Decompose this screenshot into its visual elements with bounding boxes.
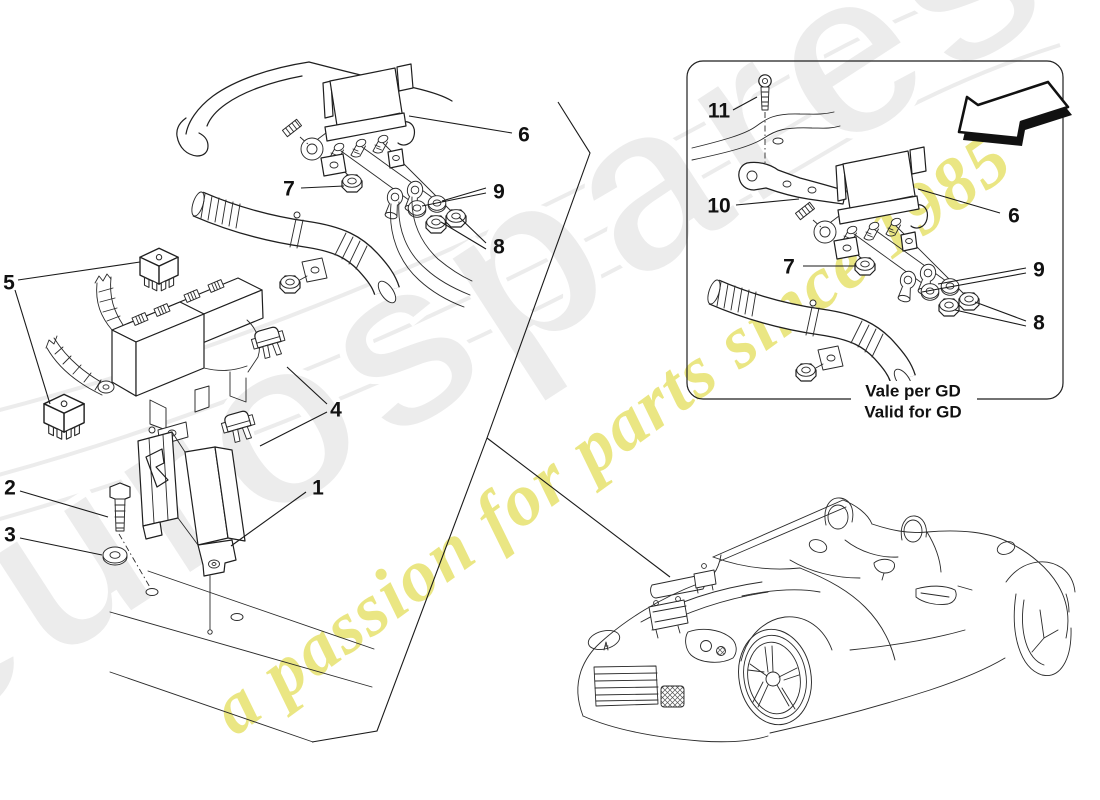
inset-callout-11: 11 <box>708 100 731 123</box>
washer <box>102 533 152 590</box>
callout-8: 8 <box>493 236 505 259</box>
callout-9: 9 <box>493 181 505 204</box>
direction-arrow-icon <box>957 80 1072 146</box>
caption-backing <box>851 381 977 405</box>
hood-ecu-components <box>648 563 717 639</box>
inset-callout-10: 10 <box>707 195 730 218</box>
car-illustration <box>577 497 1076 743</box>
inset-caption-line1: Vale per GD <box>865 381 960 400</box>
wiring-harness <box>45 273 124 396</box>
callout-5: 5 <box>3 272 15 295</box>
inset-panel: Vale per GD Valid for GD <box>686 60 1072 421</box>
inset-callout-9: 9 <box>1033 259 1045 282</box>
bolt <box>109 482 131 532</box>
main-exploded-view <box>43 61 671 743</box>
callouts-inset: 6 7 8 9 10 11 <box>707 96 1045 335</box>
callout-7: 7 <box>283 178 295 201</box>
fuse-box <box>97 277 264 446</box>
callout-3: 3 <box>4 524 16 547</box>
callouts-main: 1 2 3 4 5 6 7 8 9 <box>3 115 530 556</box>
callout-4: 4 <box>330 399 342 422</box>
location-pointer-line <box>311 101 671 743</box>
inset-callout-6: 6 <box>1008 205 1020 228</box>
bolt <box>758 74 772 167</box>
relay <box>43 393 85 440</box>
mounting-bracket <box>137 426 246 577</box>
support-bracket <box>738 161 847 205</box>
inset-callout-7: 7 <box>783 256 795 279</box>
callout-6: 6 <box>518 124 530 147</box>
inset-caption-line2: Valid for GD <box>864 402 961 421</box>
floor-panel <box>109 570 375 743</box>
relay <box>139 247 179 292</box>
callout-1: 1 <box>312 477 324 500</box>
callout-2: 2 <box>4 477 16 500</box>
ecu-bracket-assembly <box>282 64 473 308</box>
inset-callout-8: 8 <box>1033 312 1045 335</box>
